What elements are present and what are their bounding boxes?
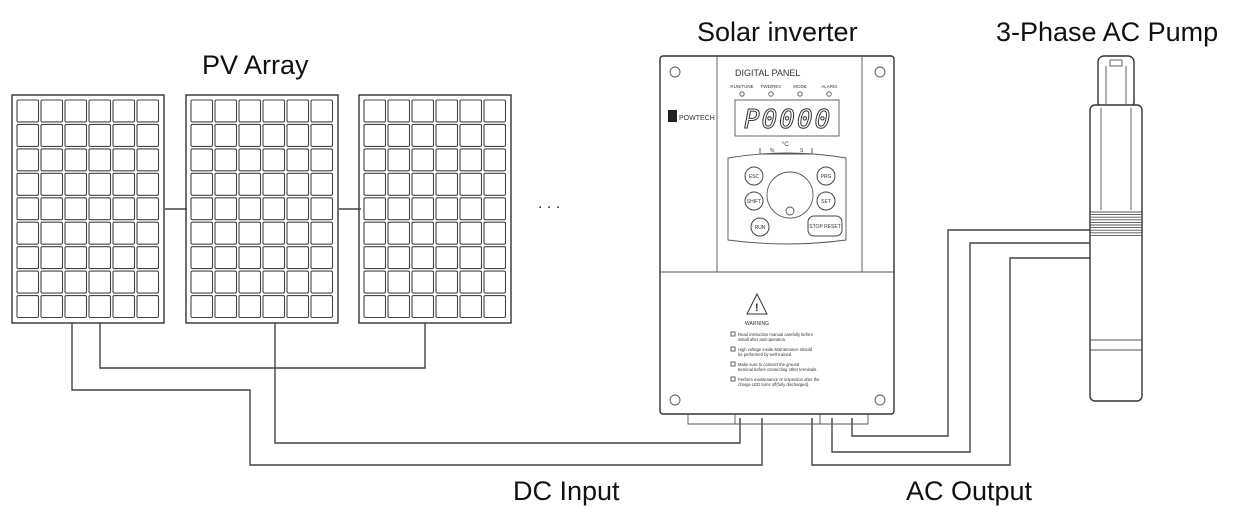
indicator-led [768,91,774,97]
unit-s: S [800,148,804,154]
ac-output-label: AC Output [906,476,1033,506]
led-display [734,99,840,137]
warning-line: charge LED turns off(fully discharged). [738,382,809,387]
warning-triangle-icon [746,292,768,315]
dc-wiring [71,323,763,466]
brand-logo-mark [668,110,677,122]
solar-panel [11,94,165,324]
indicator-label: ALARM [821,84,837,89]
shift-key: SHIFT [744,191,764,211]
pump-intake-bands [1090,211,1142,236]
solar-inverter-label: Solar inverter [697,17,858,47]
solar-inverter: POWTECH DIGITAL PANEL RUN/TUNE FWD/REV MOD… [659,55,895,425]
indicator-led [826,91,832,97]
indicator-led [739,91,745,97]
warning-line: Make sure to connect the ground [738,362,800,367]
warning-checkbox [730,361,736,367]
prg-key-label: PRG [821,174,832,180]
indicator-label: RUN/TUNE [730,84,753,89]
brand-name: POWTECH [679,115,715,122]
warning-checkbox [730,346,736,352]
warning-line: be performed by well-trained. [738,352,792,357]
esc-key: ESC [744,166,764,186]
set-key: SET [816,191,836,211]
warning-line: High voltage inside.Maintenance should [738,347,813,352]
run-key: RUN [750,217,770,237]
dc-input-label: DC Input [513,476,620,506]
warning-checkbox [730,331,736,337]
warning-line: Perform maintenance or inspection after … [738,377,820,382]
set-key-label: SET [821,199,831,205]
display-value: P0000 [744,105,832,135]
unit-bracket [759,148,813,155]
warning-line: terminal before connecting other termina… [738,367,817,372]
esc-key-label: ESC [749,174,760,180]
solar-panel [185,94,339,324]
warning-title: WARNING [745,321,769,327]
keypad-area [727,152,847,245]
pump-label: 3-Phase AC Pump [996,17,1219,47]
warning-exclamation: ! [755,302,759,314]
terminal-box [687,414,869,425]
prg-key: PRG [816,166,836,186]
stop-reset-key-label: STOP RESET [809,224,841,230]
pv-array [11,94,512,324]
pv-array-label: PV Array [202,50,309,80]
unit-celsius: °C [782,142,789,148]
warning-checkbox [730,376,736,382]
shift-key-label: SHIFT [747,199,761,205]
digital-panel-title: DIGITAL PANEL [735,68,800,78]
ac-wiring [811,229,1090,466]
solar-panel [358,94,512,324]
warning-line: install after and operation. [738,337,786,342]
indicator-label: MODE [793,84,807,89]
stop-reset-key: STOP RESET [807,215,843,237]
indicator-label: FWD/REV [761,84,782,89]
ac-pump [1089,55,1143,402]
indicator-led [797,91,803,97]
warning-list: Read instruction manual carefully before… [730,331,820,387]
run-key-label: RUN [755,225,766,231]
unit-percent: % [770,148,775,154]
more-panels-ellipsis: . . . [538,195,560,212]
warning-line: Read instruction manual carefully before [738,332,814,337]
indicator-leds: RUN/TUNE FWD/REV MODE ALARM [730,84,837,97]
control-knob [766,171,814,219]
